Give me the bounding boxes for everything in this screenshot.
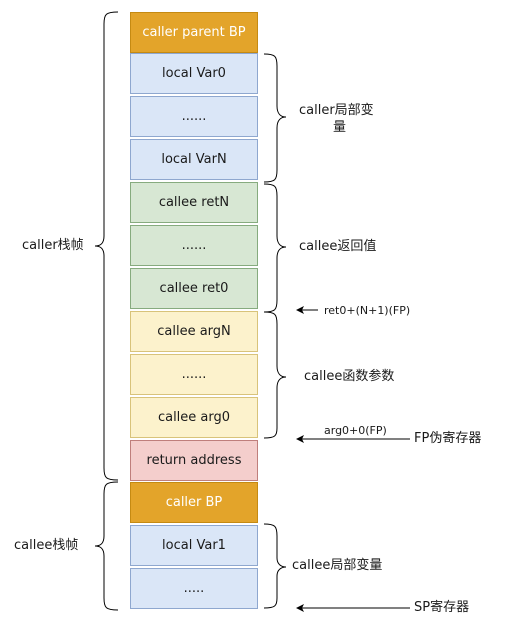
callee-returns-brace <box>263 183 287 313</box>
stack-cell-callee-argn: callee argN <box>130 311 258 352</box>
caller-locals-label-line2: 量 <box>333 120 347 135</box>
fp-register-label: FP伪寄存器 <box>414 431 482 446</box>
stack-cell-local-var1: local Var1 <box>130 525 258 566</box>
stack-cell-callee-ret0: callee ret0 <box>130 268 258 309</box>
sp-register-label: SP寄存器 <box>414 600 470 615</box>
callee-locals-label: callee局部变量 <box>292 558 383 573</box>
stack-cell-callee-locals-ellipsis: ..... <box>130 568 258 609</box>
stack-cell-local-varn: local VarN <box>130 139 258 180</box>
callee-args-brace <box>263 311 287 439</box>
callee-locals-brace <box>263 523 287 609</box>
caller-frame-label: caller栈帧 <box>22 238 84 253</box>
caller-locals-brace <box>263 53 287 183</box>
ret0-arrow-head <box>296 306 304 314</box>
stack-cell-callee-arg0: callee arg0 <box>130 397 258 438</box>
stack-cell-local-var0: local Var0 <box>130 53 258 94</box>
caller-frame-brace <box>94 11 119 481</box>
callee-frame-label: callee栈帧 <box>14 538 79 553</box>
stack-cell-return-address: return address <box>130 440 258 481</box>
arg0-offset-label: arg0+0(FP) <box>324 424 387 437</box>
stack-cell-caller-parent-bp: caller parent BP <box>130 12 258 53</box>
callee-frame-brace <box>94 481 119 611</box>
fp-arrow-head <box>296 435 304 443</box>
ret0-offset-label: ret0+(N+1)(FP) <box>324 304 411 317</box>
callee-args-label: callee函数参数 <box>304 369 395 384</box>
callee-returns-label: callee返回值 <box>299 239 377 254</box>
stack-cell-callee-ret-ellipsis: ...... <box>130 225 258 266</box>
stack-cell-caller-bp: caller BP <box>130 482 258 523</box>
stack-cell-caller-locals-ellipsis: ...... <box>130 96 258 137</box>
stack-cell-callee-retn: callee retN <box>130 182 258 223</box>
stack-cell-callee-arg-ellipsis: ...... <box>130 354 258 395</box>
caller-locals-label-line1: caller局部变 <box>299 103 374 118</box>
sp-arrow-head <box>296 604 304 612</box>
